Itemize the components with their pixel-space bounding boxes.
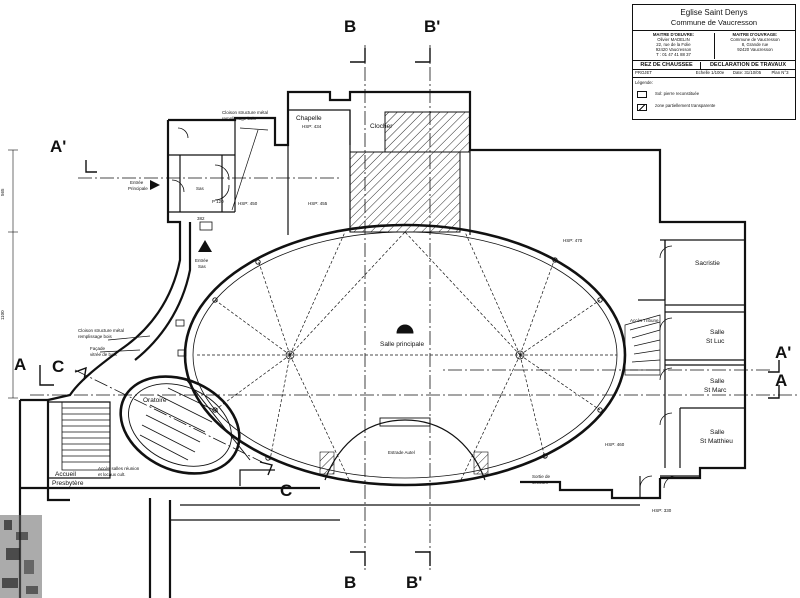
label-hsp-460: HSP: 460 xyxy=(605,442,625,447)
legend-swatch-transparent xyxy=(637,104,647,111)
note-cloison-2-b: remplissage bois xyxy=(78,334,113,339)
room-label-accueil-2: Presbytère xyxy=(52,480,84,487)
room-label-st-matthieu-2: St Matthieu xyxy=(700,438,733,445)
room-label-st-marc-2: St Marc xyxy=(704,387,727,394)
section-label-a-right: A xyxy=(775,371,787,390)
label-entree-sas-2: Sas xyxy=(198,264,207,269)
dimension-lines xyxy=(8,149,18,399)
room-label-st-luc-1: Salle xyxy=(710,329,725,336)
note-facade-b: vitrée de bois xyxy=(90,352,118,357)
sas-entrance-arrow-icon xyxy=(198,240,212,252)
note-acces-salles-b: et locaux cult. xyxy=(98,472,126,477)
annotation-leaders xyxy=(99,127,269,353)
title-block-parties: MAITRE D'OEUVRE: Olivier MADELIN 22, rue… xyxy=(633,31,795,61)
note-cloison-2-a: Cloison structure métal xyxy=(78,328,124,333)
sheet-number: Plan N°3 xyxy=(771,70,789,75)
date-label: Date: 31/10/05 xyxy=(732,70,762,75)
section-label-aprime-right: A' xyxy=(775,343,791,362)
label-entree-principale-1: Entrée xyxy=(130,180,144,185)
mo-title: MAITRE D'OUVRAGE: xyxy=(732,32,778,37)
room-label-accueil-1: Accueil xyxy=(55,471,77,478)
section-lines xyxy=(30,45,798,570)
building-walls xyxy=(18,90,747,598)
title-block-level: REZ DE CHAUSSEE DECLARATION DE TRAVAUX xyxy=(633,61,795,70)
room-label-oratoire: Oratoire xyxy=(143,397,167,404)
label-hsp-455: HSP: 455 xyxy=(308,201,328,206)
legend-swatch-floor xyxy=(637,91,647,98)
mo-address-2: 92420 Vaucresson xyxy=(737,46,773,52)
room-label-clocher: Clocher xyxy=(370,123,393,130)
main-hall-ellipse xyxy=(183,223,627,487)
legend-floor-text: Sol: pierre reconstituée xyxy=(655,91,700,96)
note-facade-a: Façade xyxy=(90,346,106,351)
room-label-salle-principale: Salle principale xyxy=(380,341,424,348)
room-label-chapelle: Chapelle xyxy=(296,115,322,122)
moe-address-2: 92420 Vaucresson xyxy=(655,46,692,52)
label-entree-sas-1: Entrée xyxy=(195,258,209,263)
door-label-p120: P 120 xyxy=(212,199,224,204)
label-hsp-470: HSP: 470 xyxy=(563,238,583,243)
staircase-tribune xyxy=(624,314,661,376)
section-label-aprime-left: A' xyxy=(50,137,66,156)
section-label-c-bottom: C xyxy=(280,481,292,500)
title-block-legend: Légende: Sol: pierre reconstituée zone p… xyxy=(633,78,795,119)
label-entree-principale-2: Principale xyxy=(128,186,148,191)
mo-name: Commune de Vaucresson xyxy=(730,36,780,42)
title-block: Eglise Saint Denys Commune de Vaucresson… xyxy=(632,4,796,120)
title-block-header: Eglise Saint Denys Commune de Vaucresson xyxy=(633,5,795,31)
room-hsp-chapelle: HSP: 434 xyxy=(302,124,322,129)
oratory-oval xyxy=(119,375,251,475)
level-name: REZ DE CHAUSSEE xyxy=(633,62,701,70)
scale-label: Echelle 1/100e xyxy=(695,70,725,75)
section-label-b-top: B xyxy=(344,17,356,36)
label-sortie-secours-2: secours xyxy=(532,480,549,485)
doors-and-fixtures xyxy=(171,127,677,489)
legend-transparent-text: zone partiellement transparente xyxy=(655,103,716,108)
room-label-st-marc-1: Salle xyxy=(710,378,725,385)
label-acces-tribune: Accès Tribune xyxy=(630,318,659,323)
transparent-zone-hatching xyxy=(349,111,471,233)
room-area-sas: 382 xyxy=(197,216,205,221)
moe-address-1: 22, rue de la Folie xyxy=(656,41,691,47)
title-commune: Commune de Vaucresson xyxy=(670,18,758,27)
section-label-a-left: A xyxy=(14,355,26,374)
section-flags xyxy=(39,48,780,566)
moe-title: MAITRE D'OEUVRE: xyxy=(652,32,695,37)
moe-name: Olivier MADELIN xyxy=(657,36,690,42)
label-hsp-330: HSP: 330 xyxy=(652,508,672,513)
scan-noise xyxy=(0,515,42,598)
legend-title: Légende: xyxy=(635,80,653,85)
staircase-west xyxy=(61,401,111,471)
note-cloison-1-a: Cloison structure métal xyxy=(222,110,268,115)
moe-telephone: T : 01 47 41 88 37 xyxy=(656,51,691,57)
note-acces-salles-a: Accès salles réunion xyxy=(98,466,140,471)
label-estrade-autel: Estrade Autel xyxy=(388,450,415,455)
main-entrance-arrow-icon xyxy=(150,180,160,190)
room-label-st-luc-2: St Luc xyxy=(706,338,725,345)
dimension-1100: 1100 xyxy=(0,310,5,320)
label-hsp-450: HSP: 450 xyxy=(238,201,258,206)
dimension-565: 565 xyxy=(0,188,5,196)
note-cloison-1-b: remplissage bois xyxy=(222,116,257,121)
label-sortie-secours-1: Sortie de xyxy=(532,474,551,479)
entrance-markers xyxy=(150,180,212,252)
title-block-info: PROJET Echelle 1/100e Date: 31/10/05 Pla… xyxy=(633,70,795,78)
section-label-c-left: C xyxy=(52,357,64,376)
section-label-bprime-top: B' xyxy=(424,17,440,36)
title-church: Eglise Saint Denys xyxy=(680,8,748,17)
declaration-label: DECLARATION DE TRAVAUX xyxy=(709,62,787,68)
room-label-sas: Sas xyxy=(196,186,205,191)
section-label-b-bottom: B xyxy=(344,573,356,592)
mo-address-1: 8, Grande rue xyxy=(741,41,769,47)
section-label-bprime-bottom: B' xyxy=(406,573,422,592)
room-label-sacristie: Sacristie xyxy=(695,260,720,267)
phase-label: PROJET xyxy=(635,70,652,75)
room-label-st-matthieu-1: Salle xyxy=(710,429,725,436)
